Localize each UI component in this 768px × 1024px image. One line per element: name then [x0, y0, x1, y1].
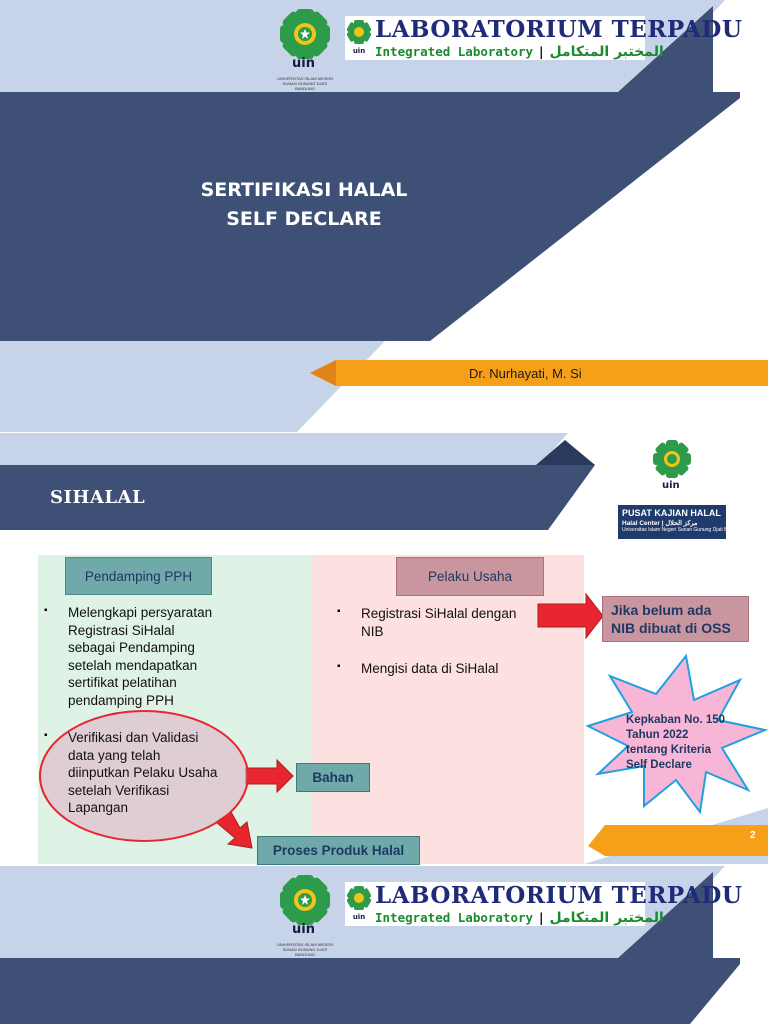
- callout-nib-oss: Jika belum ada NIB dibuat di OSS: [602, 596, 749, 642]
- bullet-square-icon: ▪: [337, 661, 341, 672]
- left-bullet-1-line-1: Melengkapi persyaratan: [68, 605, 213, 620]
- uin-emblem-icon: [280, 875, 330, 925]
- uin-caption-line-3: BANDUNG: [294, 952, 315, 957]
- uin-caption-line-3: BANDUNG: [294, 86, 315, 91]
- uin-caption-line-1: UNIVERSITAS ISLAM NEGERI: [277, 942, 333, 947]
- star-burst: [585, 653, 768, 815]
- right-bullet-1: ▪ Registrasi SiHalal dengan NIB: [337, 605, 537, 640]
- lab-logo: uin LABORATORIUM TERPADU Integrated Labo…: [345, 16, 742, 60]
- lab-subtitle-en: Integrated Laboratory: [375, 44, 534, 59]
- callout-line-2: NIB dibuat di OSS: [611, 620, 731, 636]
- bullet-square-icon: ▪: [44, 605, 48, 616]
- callout-line-1: Jika belum ada: [611, 602, 712, 618]
- left-bullet-2: ▪ Verifikasi dan Validasi data yang tela…: [44, 729, 264, 817]
- halal-center-name: PUSAT KAJIAN HALAL: [622, 508, 721, 518]
- uin-wordmark: uin: [292, 922, 315, 937]
- left-bullet-1: ▪ Melengkapi persyaratan Registrasi SiHa…: [44, 604, 264, 709]
- tag-bahan: Bahan: [296, 763, 370, 792]
- column-header-pelaku: Pelaku Usaha: [396, 557, 544, 596]
- uin-logo: uin UNIVERSITAS ISLAM NEGERI SUNAN GUNUN…: [270, 8, 340, 91]
- svg-text:uin: uin: [353, 47, 365, 55]
- slide2-triangle-dark: [536, 440, 595, 465]
- right-panel-pink: [312, 555, 584, 864]
- lab-subtitle-ar: المختبر المتكامل: [549, 44, 664, 60]
- halal-center-logo: uin PUSAT KAJIAN HALAL Halal Center | مر…: [618, 437, 745, 539]
- pagenum-bar-orange: [588, 825, 768, 856]
- left-bullet-2-line-1: Verifikasi dan Validasi: [68, 730, 199, 745]
- author-bar-orange: [310, 360, 768, 386]
- lab-subtitle-separator: |: [537, 910, 546, 925]
- author-name: Dr. Nurhayati, M. Si: [469, 366, 582, 381]
- slide-heading: SIHALAL: [50, 487, 146, 508]
- lab-subtitle: Integrated Laboratory | المختبر المتكامل: [375, 43, 664, 61]
- uin-wordmark: uin: [292, 56, 315, 71]
- lab-subtitle: Integrated Laboratory | المختبر المتكامل: [375, 909, 664, 927]
- star-line-1: Kepkaban No. 150: [626, 714, 726, 726]
- lab-emblem-icon: uin: [347, 20, 371, 55]
- page-number: 2: [750, 830, 756, 841]
- left-panel-green: [38, 555, 312, 864]
- right-bullet-1-line-2: NIB: [361, 623, 384, 639]
- slide2-heading-band: [0, 465, 595, 530]
- uin-caption: UNIVERSITAS ISLAM NEGERI SUNAN GUNUNG DJ…: [272, 942, 338, 957]
- cover-title: SERTIFIKASI HALAL SELF DECLARE: [150, 176, 458, 234]
- left-bullet-2-line-5: Lapangan: [68, 800, 129, 815]
- right-bullet-2: ▪ Mengisi data di SiHalal: [337, 660, 537, 678]
- highlight-ellipse: [39, 710, 249, 842]
- uin-caption: UNIVERSITAS ISLAM NEGERI SUNAN GUNUNG DJ…: [272, 76, 338, 91]
- halal-center-emblem-icon: [653, 440, 691, 478]
- bullet-square-icon: ▪: [44, 730, 48, 741]
- left-bullet-1-line-3: sebagai Pendamping: [68, 640, 195, 655]
- halal-center-nameplate: PUSAT KAJIAN HALAL Halal Center | مركز ا…: [618, 505, 745, 539]
- cover-band-navy: [0, 92, 740, 341]
- left-bullet-1-line-5: sertifikat pelatihan: [68, 675, 177, 690]
- lab-emblem-icon: uin: [347, 886, 371, 921]
- left-bullet-2-line-2: data yang telah: [68, 747, 161, 763]
- column-header-pendamping: Pendamping PPH: [65, 557, 212, 595]
- bullet-square-icon: ▪: [337, 606, 341, 617]
- cover-title-line-2: SELF DECLARE: [226, 208, 382, 230]
- uin-caption-line-1: UNIVERSITAS ISLAM NEGERI: [277, 76, 333, 81]
- left-bullet-1-line-2: Registrasi SiHalal: [68, 622, 175, 638]
- left-bullet-1-line-4: setelah mendapatkan: [68, 657, 198, 673]
- cover-bottom-band-light: [0, 341, 385, 432]
- arrow-to-callout: [537, 592, 604, 640]
- left-bullet-2-line-4: setelah Verifikasi: [68, 782, 170, 798]
- header-triangle-dark: [618, 6, 713, 92]
- lab-subtitle-separator: |: [537, 44, 546, 59]
- right-bullet-1-line-1: Registrasi SiHalal dengan: [361, 606, 517, 621]
- star-line-2: Tahun 2022: [626, 729, 689, 741]
- star-burst-text: Kepkaban No. 150 Tahun 2022 tentang Krit…: [626, 713, 744, 773]
- left-bullet-1-line-6: pendamping PPH: [68, 692, 174, 708]
- right-bullet-2-line-1: Mengisi data di SiHalal: [361, 661, 499, 676]
- uin-logo-slide3: uin UNIVERSITAS ISLAM NEGERI SUNAN GUNUN…: [270, 874, 340, 957]
- star-line-4: Self Declare: [626, 759, 692, 771]
- halal-center-uin-wordmark: uin: [662, 480, 680, 491]
- arrow-to-proses: [215, 811, 253, 849]
- lab-title: LABORATORIUM TERPADU: [375, 882, 743, 909]
- halal-center-sub: Halal Center | مركز الحلال: [622, 520, 698, 527]
- uin-caption-line-2: SUNAN GUNUNG DJATI: [282, 947, 328, 952]
- lab-subtitle-ar: المختبر المتكامل: [549, 910, 664, 926]
- uin-emblem-icon: [280, 9, 330, 59]
- halal-center-caption: Universitas Islam Negeri Sunan Gunung Dj…: [622, 527, 745, 533]
- cover-title-line-1: SERTIFIKASI HALAL: [200, 179, 408, 201]
- left-bullet-2-line-3: diinputkan Pelaku Usaha: [68, 765, 218, 780]
- lab-logo-slide3: uin LABORATORIUM TERPADU Integrated Labo…: [345, 882, 742, 926]
- star-line-3: tentang Kriteria: [626, 744, 711, 756]
- arrow-to-bahan: [245, 758, 294, 794]
- lab-title: LABORATORIUM TERPADU: [375, 16, 743, 43]
- tag-proses-produk-halal: Proses Produk Halal: [257, 836, 420, 865]
- slide2-top-band-light: [0, 433, 568, 465]
- uin-caption-line-2: SUNAN GUNUNG DJATI: [282, 81, 328, 86]
- svg-text:uin: uin: [353, 913, 365, 921]
- lab-subtitle-en: Integrated Laboratory: [375, 910, 534, 925]
